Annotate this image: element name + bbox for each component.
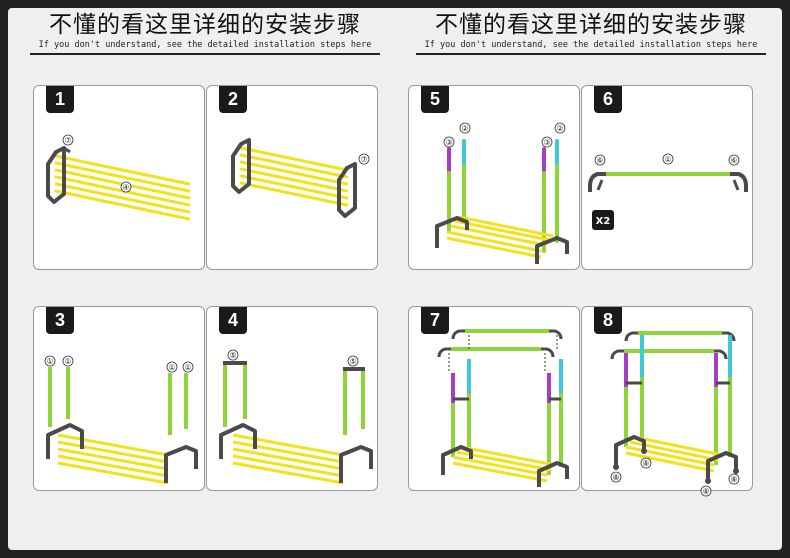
part-label: ② — [554, 122, 566, 134]
part-label: ③ — [541, 136, 553, 148]
part-label: ① — [62, 355, 74, 367]
svg-text:②: ② — [556, 124, 563, 133]
instruction-sheet: 不懂的看这里详细的安装步骤 If you don't understand, s… — [8, 8, 782, 550]
part-label: ② — [459, 122, 471, 134]
svg-text:①: ① — [64, 357, 71, 366]
step-number-badge: 6 — [594, 86, 622, 113]
part-label: ① — [182, 361, 194, 373]
svg-text:⑥: ⑥ — [730, 156, 737, 165]
header-left: 不懂的看这里详细的安装步骤 If you don't understand, s… — [30, 10, 380, 55]
svg-text:⑥: ⑥ — [596, 156, 603, 165]
part-label: ⑧ — [640, 457, 652, 469]
header-title: 不懂的看这里详细的安装步骤 — [435, 12, 747, 38]
step-8-drawing: ⑧ ⑧ ⑧ ⑧ — [610, 331, 740, 497]
part-label: ⑦ — [62, 134, 74, 146]
step-4-panel: ⑤ ⑤ 4 — [206, 306, 378, 491]
step-4-drawing: ⑤ ⑤ — [219, 349, 373, 485]
step-number-badge: 4 — [219, 307, 247, 334]
step-number-badge: 2 — [219, 86, 247, 113]
part-label: ③ — [443, 136, 455, 148]
step-3-panel: ① ① ① ① 3 — [33, 306, 205, 491]
part-label: ⑧ — [610, 471, 622, 483]
quantity-badge — [592, 210, 614, 230]
header-subtitle: If you don't understand, see the detaile… — [424, 40, 758, 50]
svg-text:③: ③ — [445, 138, 452, 147]
svg-text:⑧: ⑧ — [612, 473, 619, 482]
svg-text:③: ③ — [543, 138, 550, 147]
step-number-badge: 7 — [421, 307, 449, 334]
header-right: 不懂的看这里详细的安装步骤 If you don't understand, s… — [416, 10, 766, 55]
svg-text:⑤: ⑤ — [229, 351, 236, 360]
svg-text:①: ① — [168, 363, 175, 372]
step-8-panel: ⑧ ⑧ ⑧ ⑧ 8 — [581, 306, 753, 497]
step-number-badge: 5 — [421, 86, 449, 113]
quantity-text: X2 — [596, 216, 611, 227]
step-number-badge: 8 — [594, 307, 622, 334]
svg-text:④: ④ — [122, 183, 129, 192]
step-6-drawing: ⑥ ① ⑥ X2 — [588, 153, 748, 230]
step-7-panel: 7 — [408, 306, 580, 491]
svg-text:⑧: ⑧ — [730, 475, 737, 484]
header-title: 不懂的看这里详细的安装步骤 — [49, 12, 361, 38]
step-1-panel: ⑦ ④ 1 — [33, 85, 205, 270]
part-label: ⑧ — [700, 485, 712, 497]
step-number-badge: 3 — [46, 307, 74, 334]
part-label: ① — [44, 355, 56, 367]
step-1-drawing: ⑦ ④ — [46, 134, 191, 221]
part-label: ⑤ — [227, 349, 239, 361]
step-2-panel: ⑦ 2 — [206, 85, 378, 270]
svg-text:②: ② — [461, 124, 468, 133]
part-label: ⑦ — [358, 153, 370, 165]
step-5-panel: ③ ② ③ ② 5 — [408, 85, 580, 270]
part-label: ④ — [120, 181, 132, 193]
svg-text:⑧: ⑧ — [642, 459, 649, 468]
svg-text:①: ① — [46, 357, 53, 366]
header-rule — [416, 53, 766, 55]
step-number-badge: 1 — [46, 86, 74, 113]
part-label: ⑤ — [347, 355, 359, 367]
header-rule — [30, 53, 380, 55]
part-label: ⑥ — [728, 154, 740, 166]
part-label: ① — [166, 361, 178, 373]
step-2-drawing: ⑦ — [231, 138, 370, 218]
part-label: ⑧ — [728, 473, 740, 485]
svg-text:⑦: ⑦ — [360, 155, 367, 164]
svg-text:⑦: ⑦ — [64, 136, 71, 145]
svg-text:⑧: ⑧ — [702, 487, 709, 496]
step-3-drawing: ① ① ① ① — [44, 355, 198, 485]
step-6-panel: ⑥ ① ⑥ X2 6 — [581, 85, 753, 270]
svg-text:⑤: ⑤ — [349, 357, 356, 366]
part-label: ① — [662, 153, 674, 165]
svg-text:①: ① — [664, 155, 671, 164]
header-subtitle: If you don't understand, see the detaile… — [38, 40, 372, 50]
part-label: ⑥ — [594, 154, 606, 166]
step-5-drawing: ③ ② ③ ② — [435, 122, 569, 264]
step-7-drawing — [437, 329, 569, 487]
svg-text:①: ① — [184, 363, 191, 372]
